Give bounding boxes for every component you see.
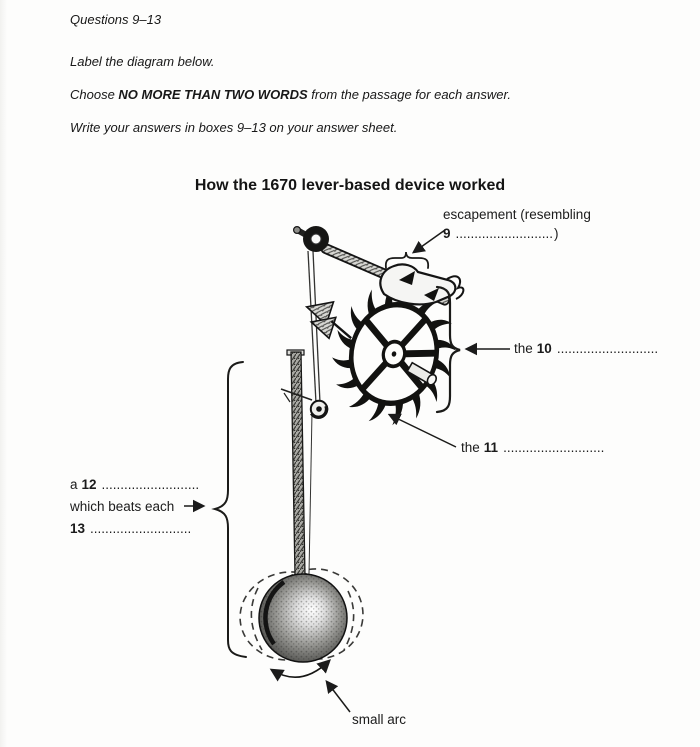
questions-range-heading: Questions 9–13 (70, 12, 162, 27)
small-arc-arrow (325, 679, 351, 713)
swing-arc-arrow (269, 659, 331, 682)
pinion-gear (304, 300, 352, 340)
escapement-bracket (384, 251, 430, 269)
escapement-arrow (411, 229, 446, 254)
adjustment-pin (280, 388, 313, 403)
label-instruction: Label the diagram below. (70, 54, 215, 69)
pendulum-bob (258, 573, 348, 663)
choose-suffix: from the passage for each answer. (307, 87, 511, 102)
pendulum-brace (211, 361, 247, 658)
word-limit-instruction: Choose NO MORE THAN TWO WORDS from the p… (70, 87, 511, 103)
pendulum-rod (286, 349, 306, 577)
suspension-ring (309, 399, 329, 419)
diagram-title: How the 1670 lever-based device worked (194, 177, 506, 194)
choose-prefix: Choose (70, 87, 119, 102)
wheel-brace (435, 285, 461, 414)
answer-sheet-instruction: Write your answers in boxes 9–13 on your… (70, 120, 398, 135)
beats-label: which beats each (69, 499, 174, 514)
pulley (293, 226, 329, 252)
q13-label: 13........................... (70, 521, 191, 536)
verge-lever (379, 263, 465, 306)
small-arc-label: small arc (352, 712, 406, 727)
q11-leader (387, 413, 457, 448)
wheel-axle (406, 361, 438, 386)
word-limit-bold: NO MORE THAN TWO WORDS (118, 87, 308, 102)
escapement-label-line1: escapement (resembling (443, 207, 591, 222)
escapement-label-line2: 9..........................) (443, 226, 559, 241)
